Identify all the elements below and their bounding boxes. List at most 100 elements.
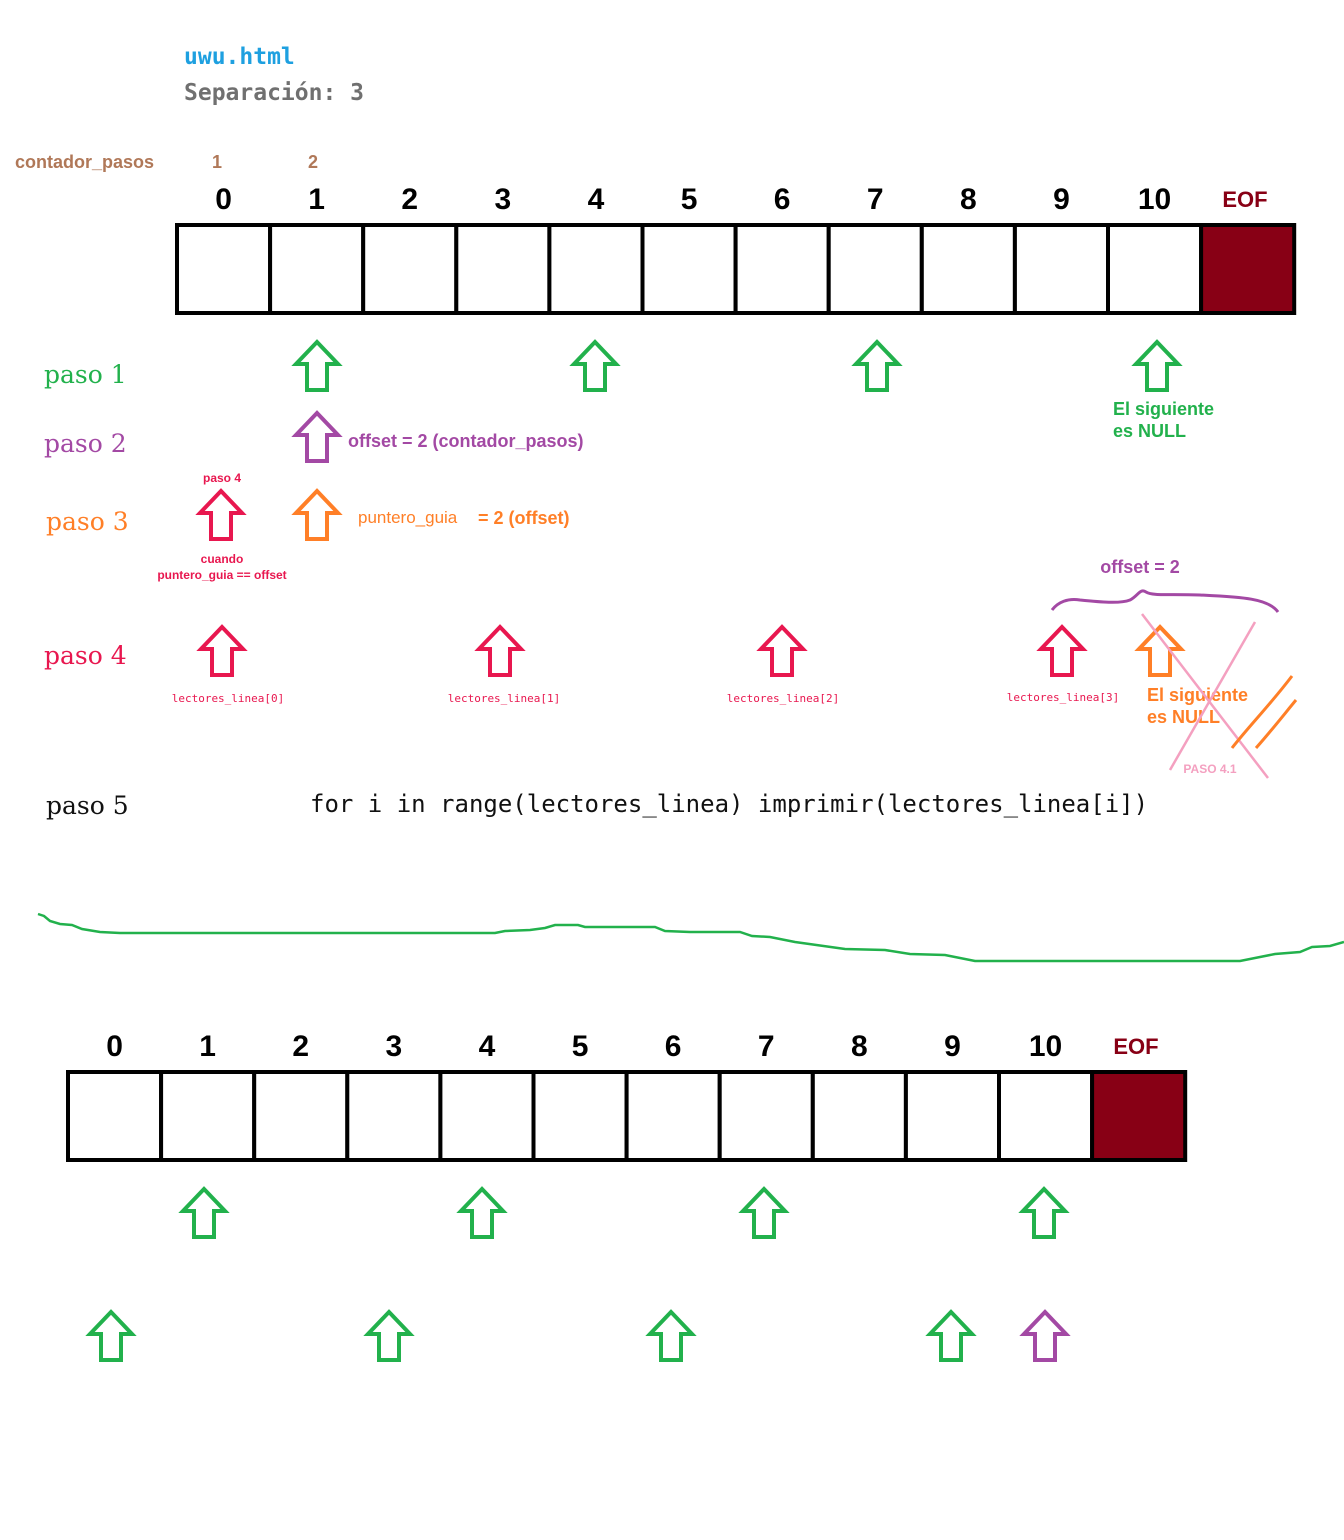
bottom-array xyxy=(66,1070,1188,1162)
top-cell-3 xyxy=(454,223,552,315)
paso41-label: PASO 4.1 xyxy=(1183,762,1236,776)
bottom-cell-3 xyxy=(345,1070,443,1162)
paso1-arrow-3 xyxy=(854,340,900,392)
bottom-row1-arrow-1 xyxy=(181,1187,227,1239)
bottom-index-4: 4 xyxy=(479,1030,496,1063)
lectores-label-2: lectores_linea[2] xyxy=(727,692,840,705)
cuando-label: cuando xyxy=(201,552,244,566)
paso2-arrow xyxy=(294,411,340,463)
bottom-cell-2 xyxy=(252,1070,350,1162)
top-cell-1 xyxy=(268,223,366,315)
separation-label: Separación: 3 xyxy=(184,80,364,106)
paso41-orange-arrow xyxy=(1137,625,1183,677)
top-cell-10 xyxy=(1106,223,1204,315)
counter-value-1: 1 xyxy=(212,152,222,172)
bottom-cell-8 xyxy=(810,1070,908,1162)
step-label-5: paso 5 xyxy=(46,791,129,820)
bottom-cell-0 xyxy=(66,1070,164,1162)
orange-scribble-1 xyxy=(1230,675,1294,749)
bottom-index-8: 8 xyxy=(851,1030,868,1063)
bottom-index-1: 1 xyxy=(199,1030,216,1063)
offset-brace xyxy=(1050,589,1280,613)
bottom-row2-arrow-purple xyxy=(1022,1310,1068,1362)
cross-out-line-2 xyxy=(1168,621,1257,771)
bottom-cell-5 xyxy=(531,1070,629,1162)
top-cell-6 xyxy=(733,223,831,315)
paso4-small-label: paso 4 xyxy=(203,471,241,485)
top-index-9: 9 xyxy=(1053,183,1070,216)
step-label-3: paso 3 xyxy=(46,507,129,536)
paso3-red-arrow xyxy=(198,489,244,541)
lectores-label-0: lectores_linea[0] xyxy=(172,692,285,705)
bottom-row1-arrow-3 xyxy=(741,1187,787,1239)
counter-label: contador_pasos xyxy=(15,152,154,172)
lectores-label-3: lectores_linea[3] xyxy=(1007,691,1120,704)
next-null-line1: El siguiente xyxy=(1113,399,1214,419)
bottom-index-9: 9 xyxy=(944,1030,961,1063)
top-index-7: 7 xyxy=(867,183,884,216)
bottom-index-3: 3 xyxy=(386,1030,403,1063)
bottom-index-7: 7 xyxy=(758,1030,775,1063)
bottom-cell-7 xyxy=(717,1070,815,1162)
file-name: uwu.html xyxy=(184,44,295,70)
bottom-eof-label: EOF xyxy=(1113,1034,1158,1059)
bottom-row2-arrow-1 xyxy=(88,1310,134,1362)
paso1-arrow-4 xyxy=(1134,340,1180,392)
top-cell-7 xyxy=(826,223,924,315)
top-eof-cell xyxy=(1199,223,1297,315)
top-eof-label: EOF xyxy=(1222,187,1267,212)
bottom-index-0: 0 xyxy=(106,1030,123,1063)
paso1-arrow-1 xyxy=(294,340,340,392)
bottom-cell-4 xyxy=(438,1070,536,1162)
bottom-index-10: 10 xyxy=(1029,1030,1062,1063)
orange-scribble-2 xyxy=(1254,699,1298,749)
bottom-cell-9 xyxy=(903,1070,1002,1162)
top-cell-4 xyxy=(547,223,645,315)
puntero-guia-label: puntero_guia xyxy=(358,508,458,527)
top-index-1: 1 xyxy=(308,183,325,216)
top-cell-9 xyxy=(1012,223,1111,315)
paso4-arrow-3 xyxy=(759,625,805,677)
step-label-2: paso 2 xyxy=(44,429,127,458)
bottom-index-2: 2 xyxy=(292,1030,309,1063)
top-cell-0 xyxy=(175,223,273,315)
for-loop-code: for i in range(lectores_linea) imprimir(… xyxy=(310,790,1148,818)
step-label-4: paso 4 xyxy=(44,641,127,670)
top-index-6: 6 xyxy=(774,183,791,216)
top-index-5: 5 xyxy=(681,183,698,216)
top-index-3: 3 xyxy=(495,183,512,216)
offset-brace-label: offset = 2 xyxy=(1100,557,1180,577)
lectores-label-1: lectores_linea[1] xyxy=(448,692,561,705)
top-cell-5 xyxy=(640,223,738,315)
separator-line xyxy=(37,912,1344,963)
bottom-cell-10 xyxy=(997,1070,1095,1162)
puntero-guia-value: = 2 (offset) xyxy=(478,508,570,528)
bottom-cell-1 xyxy=(159,1070,257,1162)
top-index-10: 10 xyxy=(1138,183,1171,216)
paso4-arrow-1 xyxy=(199,625,245,677)
offset-annotation: offset = 2 (contador_pasos) xyxy=(348,431,584,451)
top-index-0: 0 xyxy=(215,183,232,216)
top-array xyxy=(175,223,1297,315)
step-label-1: paso 1 xyxy=(44,360,127,389)
bottom-row2-arrow-2 xyxy=(366,1310,412,1362)
top-index-4: 4 xyxy=(588,183,605,216)
next-null-line2: es NULL xyxy=(1113,421,1186,441)
bottom-row1-arrow-2 xyxy=(459,1187,505,1239)
top-cell-8 xyxy=(919,223,1017,315)
bottom-row2-arrow-4 xyxy=(928,1310,974,1362)
paso1-arrow-2 xyxy=(572,340,618,392)
top-cell-2 xyxy=(361,223,459,315)
bottom-row2-arrow-3 xyxy=(648,1310,694,1362)
bottom-index-6: 6 xyxy=(665,1030,682,1063)
paso4-arrow-4 xyxy=(1039,625,1085,677)
bottom-row1-arrow-4 xyxy=(1021,1187,1067,1239)
paso4-arrow-2 xyxy=(477,625,523,677)
top-index-2: 2 xyxy=(401,183,418,216)
paso41-next-null-line2: es NULL xyxy=(1147,707,1220,727)
counter-value-2: 2 xyxy=(308,152,318,172)
bottom-eof-cell xyxy=(1090,1070,1188,1162)
